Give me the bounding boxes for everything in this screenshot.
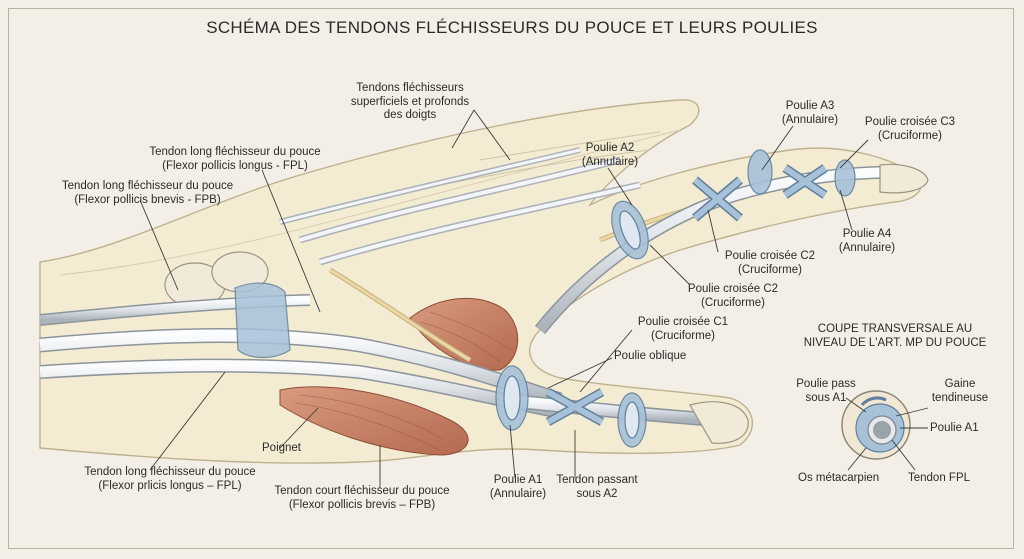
label-line: Poulie A3 — [785, 100, 835, 112]
label-line: (Cruciforme) — [651, 329, 715, 342]
label-line: (Cruciforme) — [738, 263, 802, 276]
label-oblique-pulley: Poulie oblique — [614, 350, 687, 362]
label-pulley-c2-upper: Poulie croisée C2 (Cruciforme) — [715, 250, 825, 277]
label-superficial-tendons: Tendons fléchisseurs superficiels et pro… — [345, 82, 475, 123]
inset-title-line: NIVEAU DE L'ART. MP DU POUCE — [803, 337, 987, 349]
label-line: (Cruciforme) — [878, 129, 942, 142]
label-line: Poulie croisée C3 — [864, 116, 956, 128]
diagram-title: SCHÉMA DES TENDONS FLÉCHISSEURS DU POUCE… — [206, 18, 818, 37]
label-pulley-a1: Poulie A1 (Annulaire) — [483, 474, 553, 501]
label-pulley-a3: Poulie A3 (Annulaire) — [775, 100, 845, 127]
label-line: sous A1 — [805, 391, 847, 404]
label-pulley-a2: Poulie A2 (Annulaire) — [575, 142, 645, 169]
label-inset-pulley-pass: Poulie pass sous A1 — [790, 378, 862, 405]
label-line: (Annulaire) — [581, 155, 639, 168]
label-line: (Flexor pollicis brevis – FPB) — [288, 498, 436, 511]
label-inset-metacarpal: Os métacarpien — [798, 472, 880, 484]
label-line: Tendon long fléchisseur du pouce — [149, 146, 321, 158]
label-line: (Annulaire) — [781, 113, 839, 126]
label-line: Poulie croisée C1 — [637, 316, 729, 328]
leader-lines — [139, 109, 869, 488]
label-line: Poulie croisée C2 — [724, 250, 816, 262]
label-wrist: Poignet — [262, 442, 302, 454]
thumb-distal-phalanx — [689, 401, 749, 444]
label-line: Tendon long fléchisseur du pouce — [84, 466, 256, 478]
label-tendon-passing: Tendon passant sous A2 — [552, 474, 642, 501]
finger-tendons — [279, 147, 641, 266]
label-fpb-top: Tendon long fléchisseur du pouce (Flexor… — [55, 180, 240, 207]
label-inset-pulley-a1: Poulie A1 — [930, 422, 979, 434]
inset-title: COUPE TRANSVERSALE AU NIVEAU DE L'ART. M… — [790, 322, 1000, 350]
label-line: (Flexor prlicis longus – FPL) — [98, 479, 242, 492]
label-line: Tendon long fléchisseur du pouce — [61, 180, 234, 192]
label-line: superficiels et profonds — [350, 95, 470, 108]
label-line: sous A2 — [576, 487, 618, 500]
label-line: Tendon passant — [556, 474, 638, 486]
label-pulley-c2-lower: Poulie croisée C2 (Cruciforme) — [678, 283, 788, 310]
label-line: (Cruciforme) — [701, 296, 765, 309]
label-line: Poulie A1 — [493, 474, 543, 486]
label-line: Poulie croisée C2 — [687, 283, 779, 295]
pulleys — [234, 149, 856, 448]
label-line: Poulie pass — [796, 378, 856, 390]
label-fpb-bottom: Tendon court fléchisseur du pouce (Flexo… — [262, 485, 462, 512]
label-pulley-a4: Poulie A4 (Annulaire) — [832, 228, 902, 255]
finger-distal-phalanx — [879, 163, 929, 194]
carpal-bones — [164, 251, 269, 308]
label-line: (Annulaire) — [838, 241, 896, 254]
label-line: tendineuse — [931, 391, 989, 404]
label-fpl-top: Tendon long fléchisseur du pouce (Flexor… — [140, 146, 330, 173]
label-pulley-c1: Poulie croisée C1 (Cruciforme) — [628, 316, 738, 343]
label-line: Poulie A2 — [585, 142, 635, 154]
label-line: Gaine — [944, 378, 976, 390]
label-line: (Flexor pollicis bnevis - FPB) — [74, 193, 221, 206]
label-line: Poulie A4 — [842, 228, 892, 240]
label-inset-fpl-tendon: Tendon FPL — [908, 472, 971, 484]
label-line: Tendon court fléchisseur du pouce — [274, 485, 450, 497]
label-fpl-bottom: Tendon long fléchisseur du pouce (Flexor… — [75, 466, 265, 493]
label-inset-sheath: Gaine tendineuse — [925, 378, 995, 405]
cross-section-inset — [841, 390, 929, 471]
thenar-muscles — [279, 297, 519, 456]
label-pulley-c3: Poulie croisée C3 (Cruciforme) — [855, 116, 965, 143]
label-line: (Flexor pollicis longus - FPL) — [162, 159, 308, 172]
label-line: Tendons fléchisseurs — [356, 82, 464, 94]
inset-title-line: COUPE TRANSVERSALE AU — [817, 323, 973, 335]
label-line: (Annulaire) — [489, 487, 547, 500]
label-line: des doigts — [383, 109, 437, 121]
